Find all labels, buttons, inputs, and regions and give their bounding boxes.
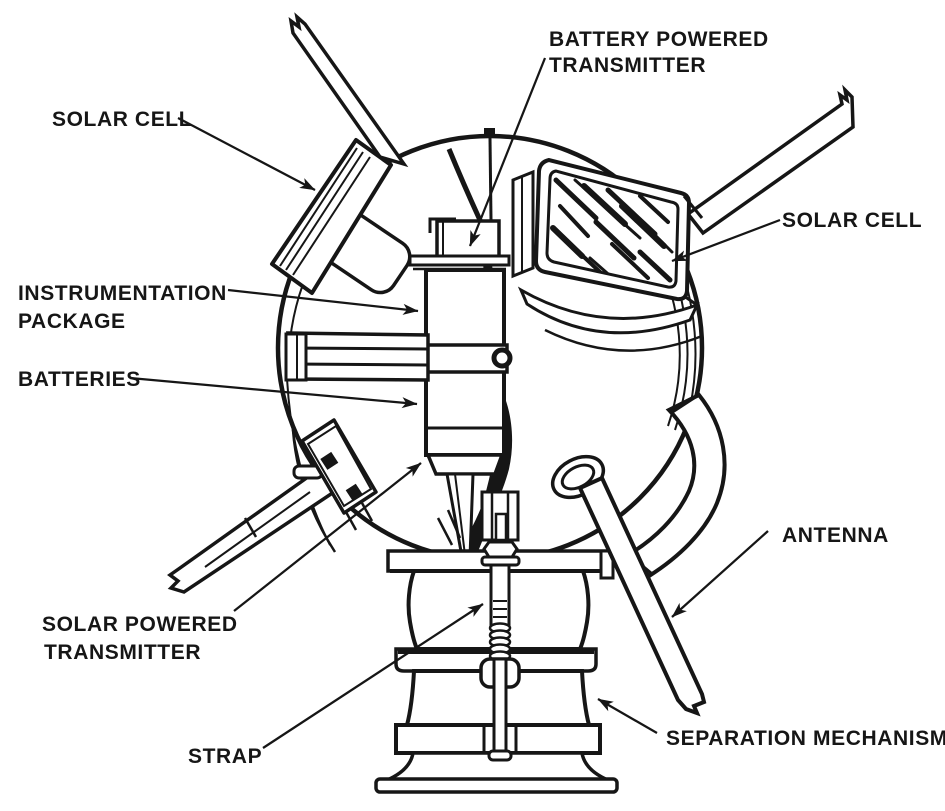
label-instrumentation-package-line1: INSTRUMENTATION	[18, 282, 227, 305]
label-solar-powered-transmitter-line1: SOLAR POWERED	[42, 613, 238, 636]
panel-bottom-flange	[517, 286, 700, 335]
label-solar-cell-left: SOLAR CELL	[52, 108, 192, 131]
label-strap: STRAP	[188, 745, 262, 768]
canister-taper	[425, 453, 505, 476]
mount-bolt	[320, 451, 339, 470]
solar-cell-assembly-lower-left	[292, 418, 378, 531]
leader-solar-cell-left	[177, 117, 316, 191]
antenna-lower-right	[577, 475, 707, 717]
label-solar-powered-transmitter-line2: TRANSMITTER	[44, 641, 201, 664]
label-battery-powered-transmitter-line2: TRANSMITTER	[549, 54, 706, 77]
base-plate	[374, 777, 619, 794]
battery-pack	[284, 331, 430, 382]
label-antenna: ANTENNA	[782, 524, 889, 547]
spring-coil	[488, 622, 512, 662]
panel-corner-bracket	[682, 195, 704, 219]
panel-corner-fold	[683, 294, 698, 307]
bolt-top	[494, 512, 508, 542]
label-batteries: BATTERIES	[18, 368, 141, 391]
leader-separation-mechanism	[597, 698, 658, 734]
hex-nut	[482, 540, 519, 559]
solar-cell-panel-right	[511, 157, 704, 352]
antenna-top-right	[685, 84, 855, 236]
leader-instrumentation-package	[227, 288, 419, 315]
solar-cell-hatch-lines	[550, 177, 674, 283]
callout-leaders	[129, 57, 781, 749]
label-instrumentation-package-line2: PACKAGE	[18, 310, 126, 333]
solar-cell-panel-left	[270, 138, 412, 295]
callout-labels: SOLAR CELL BATTERY POWERED TRANSMITTER S…	[18, 28, 945, 768]
label-solar-cell-right: SOLAR CELL	[782, 209, 922, 232]
leader-solar-cell-right	[671, 218, 781, 263]
panel-inner-frame	[545, 169, 680, 289]
mount-bolt	[345, 483, 363, 501]
instrumentation-package-drawing	[408, 128, 513, 559]
leader-batteries	[129, 376, 418, 409]
leader-antenna	[671, 530, 769, 618]
center-rod	[492, 657, 508, 755]
label-separation-mechanism: SEPARATION MECHANISM	[666, 727, 945, 750]
rod-foot	[487, 749, 513, 762]
antenna-lower-left	[167, 464, 337, 594]
leader-solar-powered-transmitter	[233, 462, 422, 612]
canister-flange	[408, 254, 511, 267]
separation-mechanism-drawing	[374, 490, 619, 794]
sphere-top-fitting	[484, 128, 495, 138]
canister-knob	[491, 347, 513, 369]
leader-strap	[262, 603, 484, 749]
leader-battery-powered-transmitter	[468, 57, 547, 247]
battery-powered-transmitter-box	[435, 219, 501, 259]
label-battery-powered-transmitter-line1: BATTERY POWERED	[549, 28, 769, 51]
antenna-lead-wire	[488, 137, 493, 221]
antenna-top-left	[288, 12, 409, 168]
